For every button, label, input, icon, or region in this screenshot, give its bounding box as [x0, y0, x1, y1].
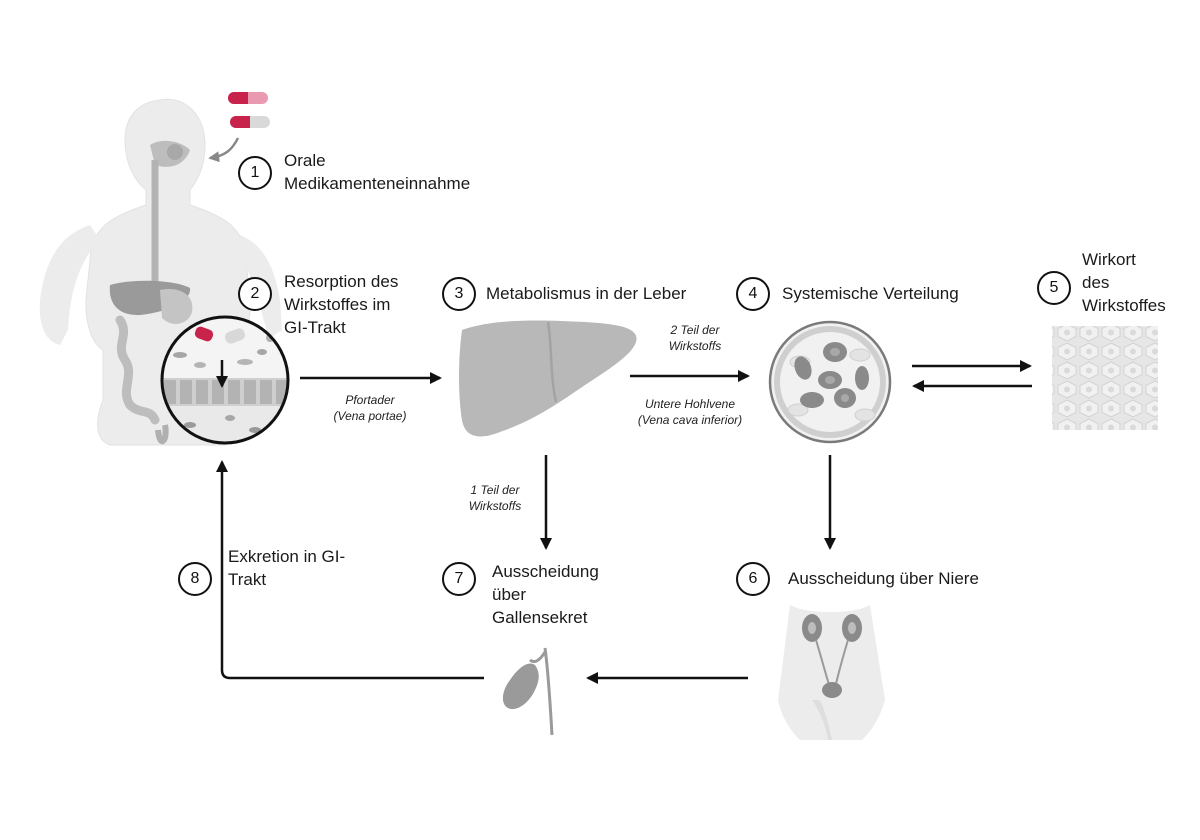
- step-number-4: 4: [736, 277, 770, 311]
- step-number-3: 3: [442, 277, 476, 311]
- arrow-label-part-2: 2 Teil der Wirkstoffs: [668, 323, 722, 353]
- step-number-2: 2: [238, 277, 272, 311]
- arrow-label-part-1: 1 Teil der Wirkstoffs: [468, 483, 522, 513]
- step-label-liver-metabolism: Metabolismus in der Leber: [486, 284, 687, 303]
- target-tissue-icon: [1052, 326, 1158, 430]
- step-number-8: 8: [178, 562, 212, 596]
- liver-icon: [459, 320, 637, 437]
- gi-absorption-zoom-icon: [160, 315, 290, 445]
- arrow-label-portal-vein: Pfortader (Vena portae): [333, 393, 407, 423]
- step-number-6: 6: [736, 562, 770, 596]
- pills-icon: [228, 92, 270, 128]
- arrow-bile-to-gi: [216, 460, 484, 680]
- step-label-biliary-excretion: Ausscheidung über Gallensekret: [492, 562, 599, 627]
- step-label-oral-intake: Orale Medikamenteneinnahme: [284, 151, 471, 193]
- step-number-1: 1: [238, 156, 272, 190]
- step-label-gi-excretion: Exkretion in GI- Trakt: [228, 547, 346, 589]
- step-label-renal-excretion: Ausscheidung über Niere: [788, 569, 979, 588]
- blood-vessel-icon: [768, 320, 892, 444]
- step-number-7: 7: [442, 562, 476, 596]
- ingestion-arrow: [208, 137, 240, 163]
- step-number-5: 5: [1037, 271, 1071, 305]
- arrow-label-vena-cava: Untere Hohlvene (Vena cava inferior): [637, 397, 743, 427]
- step-label-systemic-distribution: Systemische Verteilung: [782, 284, 959, 303]
- step-label-gi-absorption: Resorption des Wirkstoffes im GI-Trakt: [284, 272, 399, 337]
- step-label-target-site: Wirkort des Wirkstoffes: [1082, 250, 1166, 315]
- kidney-pelvis-icon: [778, 605, 885, 740]
- gallbladder-icon: [502, 647, 554, 736]
